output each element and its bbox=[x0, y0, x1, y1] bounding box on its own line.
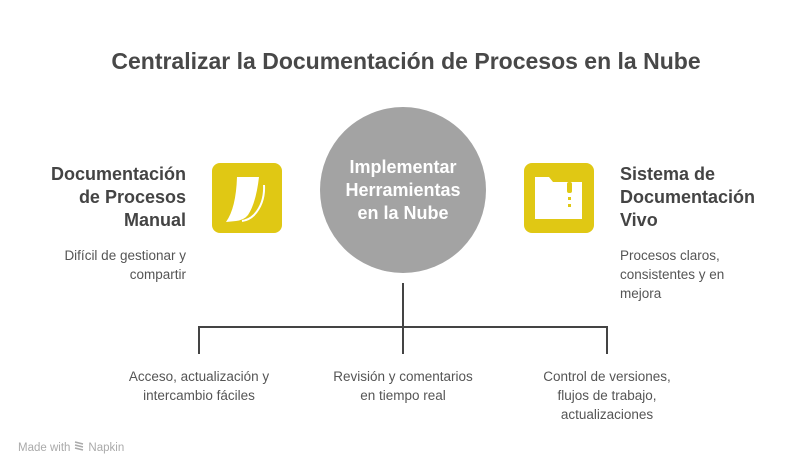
right-description: Procesos claros, consistentes y en mejor… bbox=[620, 246, 800, 303]
footer-watermark: Made with Napkin bbox=[18, 440, 124, 455]
left-description-line: compartir bbox=[129, 267, 186, 282]
branch-line: flujos de trabajo, bbox=[557, 388, 657, 403]
center-label-line: Herramientas bbox=[345, 179, 461, 200]
left-heading: Documentación de Procesos Manual bbox=[20, 163, 186, 232]
right-description-line: Procesos claros, bbox=[620, 248, 720, 263]
right-heading-line: Vivo bbox=[620, 210, 658, 230]
paper-sheet-icon bbox=[212, 163, 282, 233]
left-heading-line: Manual bbox=[123, 210, 186, 230]
center-label-line: en la Nube bbox=[357, 202, 449, 223]
branch-review: Revisión y comentarios en tiempo real bbox=[303, 367, 503, 405]
connector-horizontal bbox=[198, 326, 608, 328]
branch-line: en tiempo real bbox=[360, 388, 446, 403]
right-heading-line: Documentación bbox=[620, 187, 756, 207]
left-heading-line: Documentación bbox=[50, 164, 186, 184]
branch-line: Revisión y comentarios bbox=[333, 369, 473, 384]
branch-line: intercambio fáciles bbox=[143, 388, 255, 403]
napkin-brand: Napkin bbox=[88, 441, 125, 454]
diagram-title: Centralizar la Documentación de Procesos… bbox=[111, 48, 701, 74]
branch-line: Control de versiones, bbox=[543, 369, 671, 384]
left-heading-line: de Procesos bbox=[78, 187, 186, 207]
right-description-line: mejora bbox=[620, 286, 662, 301]
zipped-folder-icon bbox=[524, 163, 594, 233]
made-with-label: Made with bbox=[18, 441, 71, 454]
right-heading: Sistema de Documentación Vivo bbox=[620, 163, 800, 232]
connector-trunk bbox=[402, 283, 404, 354]
branch-line: Acceso, actualización y bbox=[128, 369, 270, 384]
center-node: Implementar Herramientas en la Nube bbox=[320, 107, 486, 273]
left-description: Difícil de gestionar y compartir bbox=[20, 246, 186, 284]
branch-access: Acceso, actualización y intercambio fáci… bbox=[99, 367, 299, 405]
branch-versioning: Control de versiones, flujos de trabajo,… bbox=[507, 367, 707, 424]
right-description-line: consistentes y en bbox=[620, 267, 725, 282]
branch-line: actualizaciones bbox=[560, 407, 654, 422]
left-description-line: Difícil de gestionar y bbox=[64, 248, 186, 263]
connector-left bbox=[198, 326, 200, 354]
center-label-line: Implementar bbox=[349, 156, 457, 177]
right-heading-line: Sistema de bbox=[620, 164, 716, 184]
connector-right bbox=[606, 326, 608, 354]
napkin-logo-icon bbox=[73, 440, 85, 455]
